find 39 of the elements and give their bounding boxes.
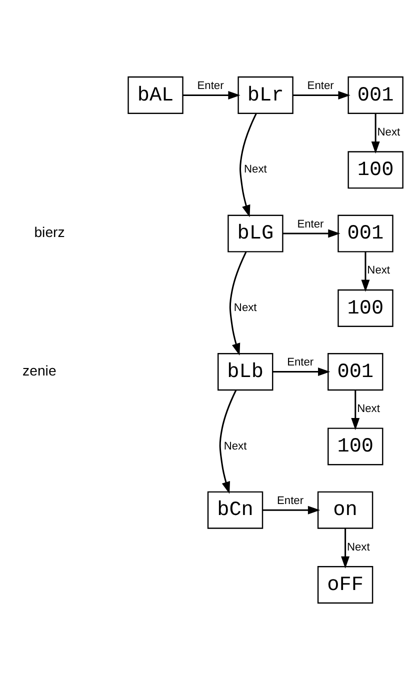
arrow — [371, 113, 380, 154]
edge-label: Enter — [287, 356, 314, 369]
node-box: 100 — [328, 428, 384, 466]
node-box: bCn — [207, 491, 264, 529]
arrow — [272, 368, 330, 376]
edge-label: Next — [224, 440, 247, 452]
edge-label: Next — [377, 126, 400, 138]
arrow — [229, 252, 247, 356]
label: zenie — [22, 362, 56, 379]
node-box: bLr — [238, 76, 294, 114]
arrow — [282, 229, 340, 238]
node-box: bLG — [228, 214, 284, 252]
edge-label: Next — [367, 264, 390, 277]
node-box: 100 — [338, 289, 394, 327]
arrow — [262, 506, 320, 514]
arrow — [361, 252, 370, 292]
node-box: oFF — [317, 566, 374, 604]
arrow — [183, 90, 240, 100]
edge-label: Enter — [197, 80, 224, 92]
edge-label: Next — [234, 302, 257, 314]
edge-label: Enter — [297, 218, 324, 230]
node-box: 001 — [338, 214, 394, 252]
node-box: 001 — [328, 353, 384, 391]
node-box: 001 — [348, 76, 404, 114]
node-box: bAL — [128, 76, 184, 114]
arrow — [293, 90, 350, 100]
edge-label: Next — [347, 541, 370, 554]
edge-label: Enter — [307, 80, 334, 92]
arrow — [351, 390, 360, 430]
node-box: on — [317, 491, 374, 529]
edge-label: Enter — [277, 494, 304, 507]
arrow — [240, 113, 257, 218]
node-box: 100 — [348, 151, 404, 189]
node-box: bLb — [218, 353, 274, 391]
label: bierz — [34, 224, 65, 240]
edge-label: Next — [244, 164, 267, 176]
arrow — [341, 528, 350, 568]
arrow — [219, 390, 237, 494]
edge-label: Next — [357, 402, 380, 415]
